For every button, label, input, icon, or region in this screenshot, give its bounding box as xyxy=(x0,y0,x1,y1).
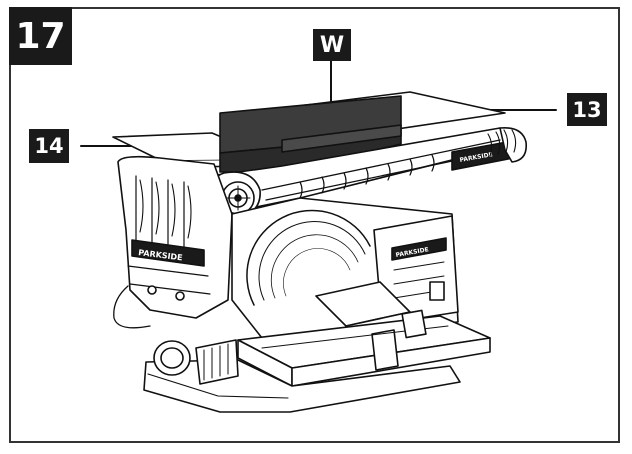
disc-sander: PARKSIDE xyxy=(231,197,459,345)
motor-housing: PARKSIDE xyxy=(113,155,233,329)
workpiece-block xyxy=(219,95,402,173)
sanding-table xyxy=(237,309,491,387)
belt-guard-label: 14 xyxy=(29,129,69,163)
workpiece-label: W xyxy=(313,29,351,61)
base xyxy=(143,339,461,413)
figure-number-badge: 17 xyxy=(9,7,72,65)
belt-table-label: 13 xyxy=(567,93,607,126)
